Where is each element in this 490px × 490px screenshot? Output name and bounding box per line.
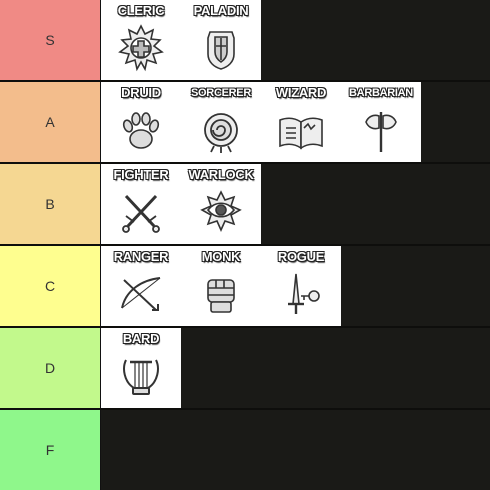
card-rogue[interactable]: ROGUE: [261, 246, 341, 326]
card-title: CLERIC: [117, 3, 165, 18]
card-druid[interactable]: DRUID: [101, 82, 181, 162]
spellbook-icon: [279, 117, 323, 150]
card-title: RANGER: [113, 249, 169, 264]
eye-icon: [200, 190, 242, 232]
tier-row-d: D BARD: [0, 328, 490, 408]
tier-label-d[interactable]: D: [0, 328, 101, 408]
tier-row-f: F: [0, 410, 490, 490]
tier-row-a: A DRUID SORCERER: [0, 82, 490, 162]
tier-items-c[interactable]: RANGER MONK: [101, 246, 341, 326]
fist-icon: [207, 279, 235, 313]
cleric-emblem-icon: [118, 24, 164, 72]
card-title: PALADIN: [193, 3, 249, 18]
tier-items-b[interactable]: FIGHTER WARLOCK: [101, 164, 261, 244]
dagger-and-key-icon: [288, 273, 320, 314]
row-divider: [0, 162, 490, 164]
row-divider: [0, 244, 490, 246]
battle-axe-icon: [365, 112, 397, 152]
tier-label-f[interactable]: F: [0, 410, 101, 490]
card-ranger[interactable]: RANGER: [101, 246, 181, 326]
crossed-swords-icon: [122, 194, 160, 233]
tier-row-c: C RANGER MONK: [0, 246, 490, 326]
paladin-shield-icon: [207, 31, 235, 70]
tier-label-b[interactable]: B: [0, 164, 101, 244]
card-title: BARBARIAN: [349, 87, 414, 100]
card-bard[interactable]: BARD: [101, 328, 181, 408]
card-title: FIGHTER: [113, 167, 169, 182]
card-title: DRUID: [121, 85, 162, 100]
bow-and-arrow-icon: [121, 277, 161, 311]
tier-items-d[interactable]: BARD: [101, 328, 181, 408]
card-cleric[interactable]: CLERIC: [101, 0, 181, 80]
card-title: WIZARD: [275, 85, 327, 100]
row-divider: [0, 326, 490, 328]
card-paladin[interactable]: PALADIN: [181, 0, 261, 80]
card-barbarian[interactable]: BARBARIAN: [341, 82, 421, 162]
card-monk[interactable]: MONK: [181, 246, 261, 326]
tier-row-b: B FIGHTER WARLOCK: [0, 164, 490, 244]
card-warlock[interactable]: WARLOCK: [181, 164, 261, 244]
card-fighter[interactable]: FIGHTER: [101, 164, 181, 244]
row-divider: [0, 80, 490, 82]
lyre-icon: [123, 359, 159, 395]
card-title: WARLOCK: [188, 167, 254, 182]
card-title: BARD: [122, 331, 160, 346]
paw-icon: [122, 112, 160, 149]
tier-items-a[interactable]: DRUID SORCERER: [101, 82, 421, 162]
tier-label-a[interactable]: A: [0, 82, 101, 162]
tier-items-s[interactable]: CLERIC PALADIN: [101, 0, 261, 80]
tier-row-s: S CLERIC PALADIN: [0, 0, 490, 80]
card-title: SORCERER: [191, 87, 252, 100]
card-wizard[interactable]: WIZARD: [261, 82, 341, 162]
swirl-orb-icon: [204, 113, 238, 153]
tier-label-s[interactable]: S: [0, 0, 101, 80]
card-title: MONK: [201, 249, 241, 264]
row-divider: [0, 408, 490, 410]
tier-label-c[interactable]: C: [0, 246, 101, 326]
card-title: ROGUE: [277, 249, 325, 264]
card-sorcerer[interactable]: SORCERER: [181, 82, 261, 162]
